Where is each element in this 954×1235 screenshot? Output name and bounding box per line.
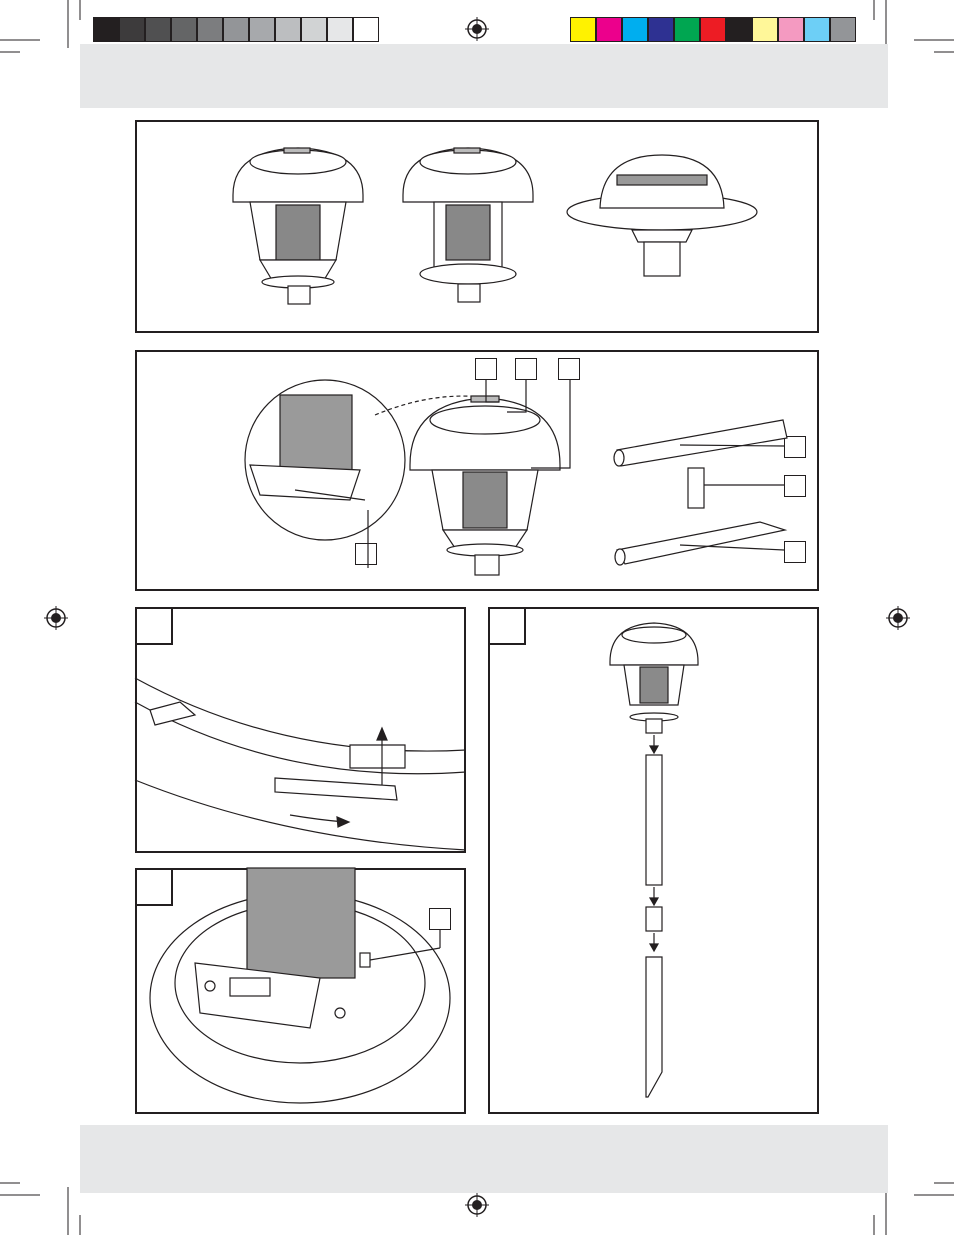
process-swatch-8 [752,17,778,42]
process-swatch-2 [596,17,622,42]
grayscale-swatch-1 [93,17,119,42]
grayscale-swatch-10 [327,17,353,42]
grayscale-swatch-11 [353,17,379,42]
registration-mark-top-icon [465,17,489,41]
registration-mark-left-icon [44,606,68,630]
ring-lamp-illustration [402,147,534,303]
step-rotate-tab [135,607,173,645]
grayscale-swatch-5 [197,17,223,42]
process-swatch-5 [674,17,700,42]
callout-box-7 [355,543,377,565]
lantern-lamp-illustration [232,147,364,305]
step-battery-illustration [149,867,451,1104]
step-assembly-tab [488,607,526,645]
registration-mark-right-icon [886,606,910,630]
callout-box-6 [784,541,806,563]
callout-box-3 [558,358,580,380]
dome-lamp-illustration [566,154,758,277]
process-swatch-11 [830,17,856,42]
grayscale-swatch-3 [145,17,171,42]
grayscale-swatch-4 [171,17,197,42]
parts-illustration [244,379,788,576]
grayscale-color-bar [93,17,379,42]
process-swatch-7 [726,17,752,42]
process-swatch-4 [648,17,674,42]
grayscale-swatch-7 [249,17,275,42]
step-battery-tab [135,868,173,906]
callout-box-4 [784,436,806,458]
callout-box-2 [515,358,537,380]
callout-box-5 [784,475,806,497]
process-swatch-1 [570,17,596,42]
grayscale-swatch-8 [275,17,301,42]
process-swatch-6 [700,17,726,42]
grayscale-swatch-2 [119,17,145,42]
grayscale-swatch-9 [301,17,327,42]
process-swatch-3 [622,17,648,42]
header-band [80,44,888,108]
step-assembly-illustration [609,622,699,1098]
process-swatch-9 [778,17,804,42]
footer-band [80,1125,888,1193]
grayscale-swatch-6 [223,17,249,42]
process-swatch-10 [804,17,830,42]
process-color-bar [570,17,856,42]
callout-box-8 [429,908,451,930]
step-rotate-illustration [134,677,467,851]
step-rotate-panel [135,607,466,853]
callout-box-1 [475,358,497,380]
registration-mark-bottom-icon [465,1193,489,1217]
